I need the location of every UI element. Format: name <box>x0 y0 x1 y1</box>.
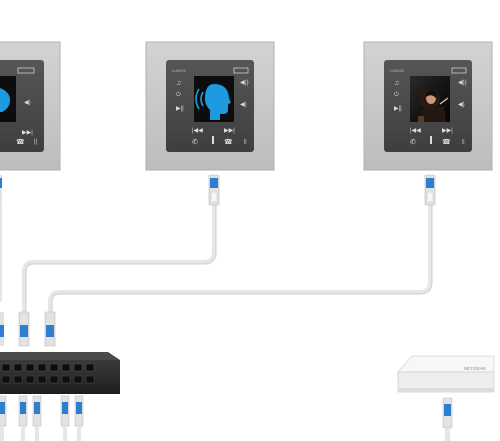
switch-ports <box>1 363 95 384</box>
wall-panel-1: ◀) ▶▶| ☎ || <box>0 41 61 171</box>
router: NETGEAR <box>397 355 495 393</box>
next-icon: ▶▶| <box>224 128 235 134</box>
ethernet-cables <box>0 203 432 314</box>
previous-icon: |◀◀ <box>192 128 203 134</box>
next-icon: ▶▶| <box>22 130 33 136</box>
rj45-connector-panel-2 <box>208 174 220 206</box>
speaker-head-icon <box>195 84 231 120</box>
hangup-icon: ☎ <box>224 138 233 146</box>
next-icon: ▶▶| <box>442 128 453 134</box>
pause-icon: || <box>244 139 247 145</box>
cable-panel-3 <box>48 203 432 314</box>
power-icon: ⏻ <box>394 91 399 98</box>
divider <box>430 136 432 144</box>
pause-icon: || <box>34 139 38 145</box>
power-icon: ⏻ <box>176 91 181 98</box>
rj45-connectors-switch-bottom <box>0 395 84 441</box>
volume-down-icon: ◀) <box>458 102 465 108</box>
divider <box>212 136 214 144</box>
volume-up-icon: ◀)) <box>240 80 249 86</box>
status-bar <box>233 67 249 74</box>
play-pause-icon: ▶|| <box>394 106 402 112</box>
hangup-icon: ☎ <box>442 138 451 146</box>
play-pause-icon: ▶|| <box>176 106 184 112</box>
wall-panel-3: LUNOS ♫ ⏻ ▶|| ◀)) ◀) |◀◀ ▶▶| ✆ ☎ || <box>363 41 493 171</box>
pause-icon: || <box>462 139 465 145</box>
panel-brand: LUNOS <box>172 68 186 73</box>
previous-icon: |◀◀ <box>410 128 421 134</box>
volume-down-icon: ◀) <box>24 100 31 106</box>
cable-panel-2 <box>22 203 216 314</box>
music-note-icon: ♫ <box>176 80 181 87</box>
rj45-connector-panel-3 <box>424 174 436 206</box>
call-icon: ✆ <box>192 138 198 146</box>
wall-panel-2: LUNOS ♫ ⏻ ▶|| ◀)) ◀) |◀◀ ▶▶| ✆ ☎ || <box>145 41 275 171</box>
rj45-connectors-switch-top <box>0 311 56 347</box>
volume-up-icon: ◀)) <box>458 80 467 86</box>
photo <box>418 89 449 122</box>
music-note-icon: ♫ <box>394 80 399 87</box>
router-label: NETGEAR <box>464 366 487 371</box>
call-icon: ✆ <box>410 138 416 146</box>
hangup-icon: ☎ <box>16 138 25 146</box>
rj45-connector-router <box>442 397 453 441</box>
rj45-connector-panel-1 <box>0 175 2 205</box>
network-switch <box>0 352 120 394</box>
status-bar <box>451 67 467 74</box>
volume-down-icon: ◀) <box>240 102 247 108</box>
panel-brand: LUNOS <box>390 68 404 73</box>
speaker-head-icon <box>0 88 10 112</box>
